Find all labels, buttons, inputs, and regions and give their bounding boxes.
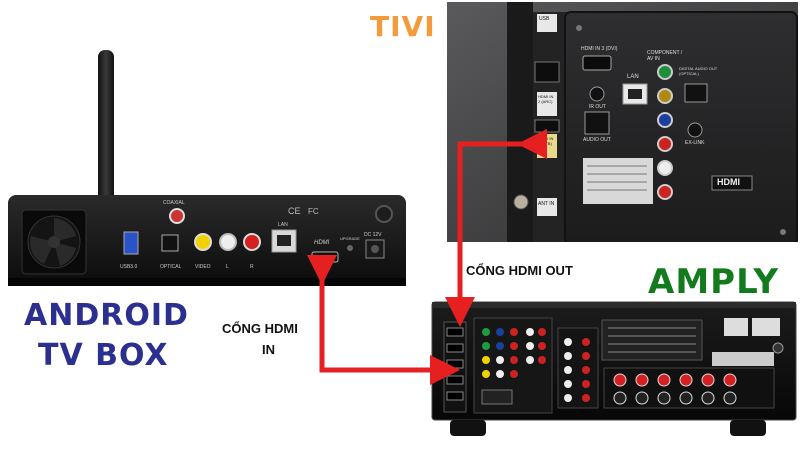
- box-label-video: VIDEO: [195, 264, 211, 270]
- box-label-lan: LAN: [278, 222, 288, 228]
- box-label-l: L: [226, 264, 229, 270]
- amply-title: AMPLY: [648, 262, 780, 302]
- tv-title: TIVI: [370, 10, 436, 43]
- tv-label-usb: USB: [539, 16, 550, 22]
- box-label-r: R: [250, 264, 254, 270]
- tv-label-hdmi2: HDMI IN 2 (ARC): [538, 94, 554, 104]
- box-label-usb: USB3.0: [120, 264, 138, 270]
- tv-label-lan: LAN: [627, 74, 639, 80]
- tv-label-ex-link: EX-LINK: [685, 140, 705, 146]
- box-label-optical: OPTICAL: [160, 264, 182, 270]
- hdmi-in-cable: [307, 255, 460, 385]
- android-tv-box-title-line1: ANDROID: [24, 298, 189, 333]
- svg-text:FC: FC: [308, 207, 319, 216]
- box-label-upgrade: UPGRADE: [340, 236, 360, 241]
- tv-back-panel-drawing: [447, 2, 798, 242]
- tv-label-digital-audio: DIGITAL AUDIO OUT (OPTICAL): [679, 66, 718, 76]
- tv-label-audio-out: AUDIO OUT: [583, 137, 611, 143]
- tv-label-ir-out: IR OUT: [589, 104, 606, 110]
- tv-back-panel: USB HDMI IN 3 (DVI) LAN COMPONENT / AV I…: [447, 2, 798, 242]
- tv-label-component: COMPONENT / AV IN: [647, 50, 683, 62]
- hdmi-in-label-line1: CỔNG HDMI: [222, 321, 298, 336]
- hdmi-out-cable: [445, 129, 547, 327]
- hdmi-out-label: CỔNG HDMI OUT: [466, 263, 573, 278]
- tv-label-hdmi3: HDMI IN 3 (DVI): [581, 46, 618, 52]
- box-label-dc: DC 12V: [364, 232, 382, 238]
- svg-text:CE: CE: [288, 206, 301, 216]
- box-label-hdmi: HDMI: [314, 240, 330, 246]
- android-tv-box-title-line2: TV BOX: [38, 338, 169, 373]
- tv-hdmi-logo: HDMI: [717, 177, 740, 187]
- hdmi-in-label-line2: IN: [262, 342, 275, 357]
- box-label-coaxial: COAXIAL: [163, 200, 185, 206]
